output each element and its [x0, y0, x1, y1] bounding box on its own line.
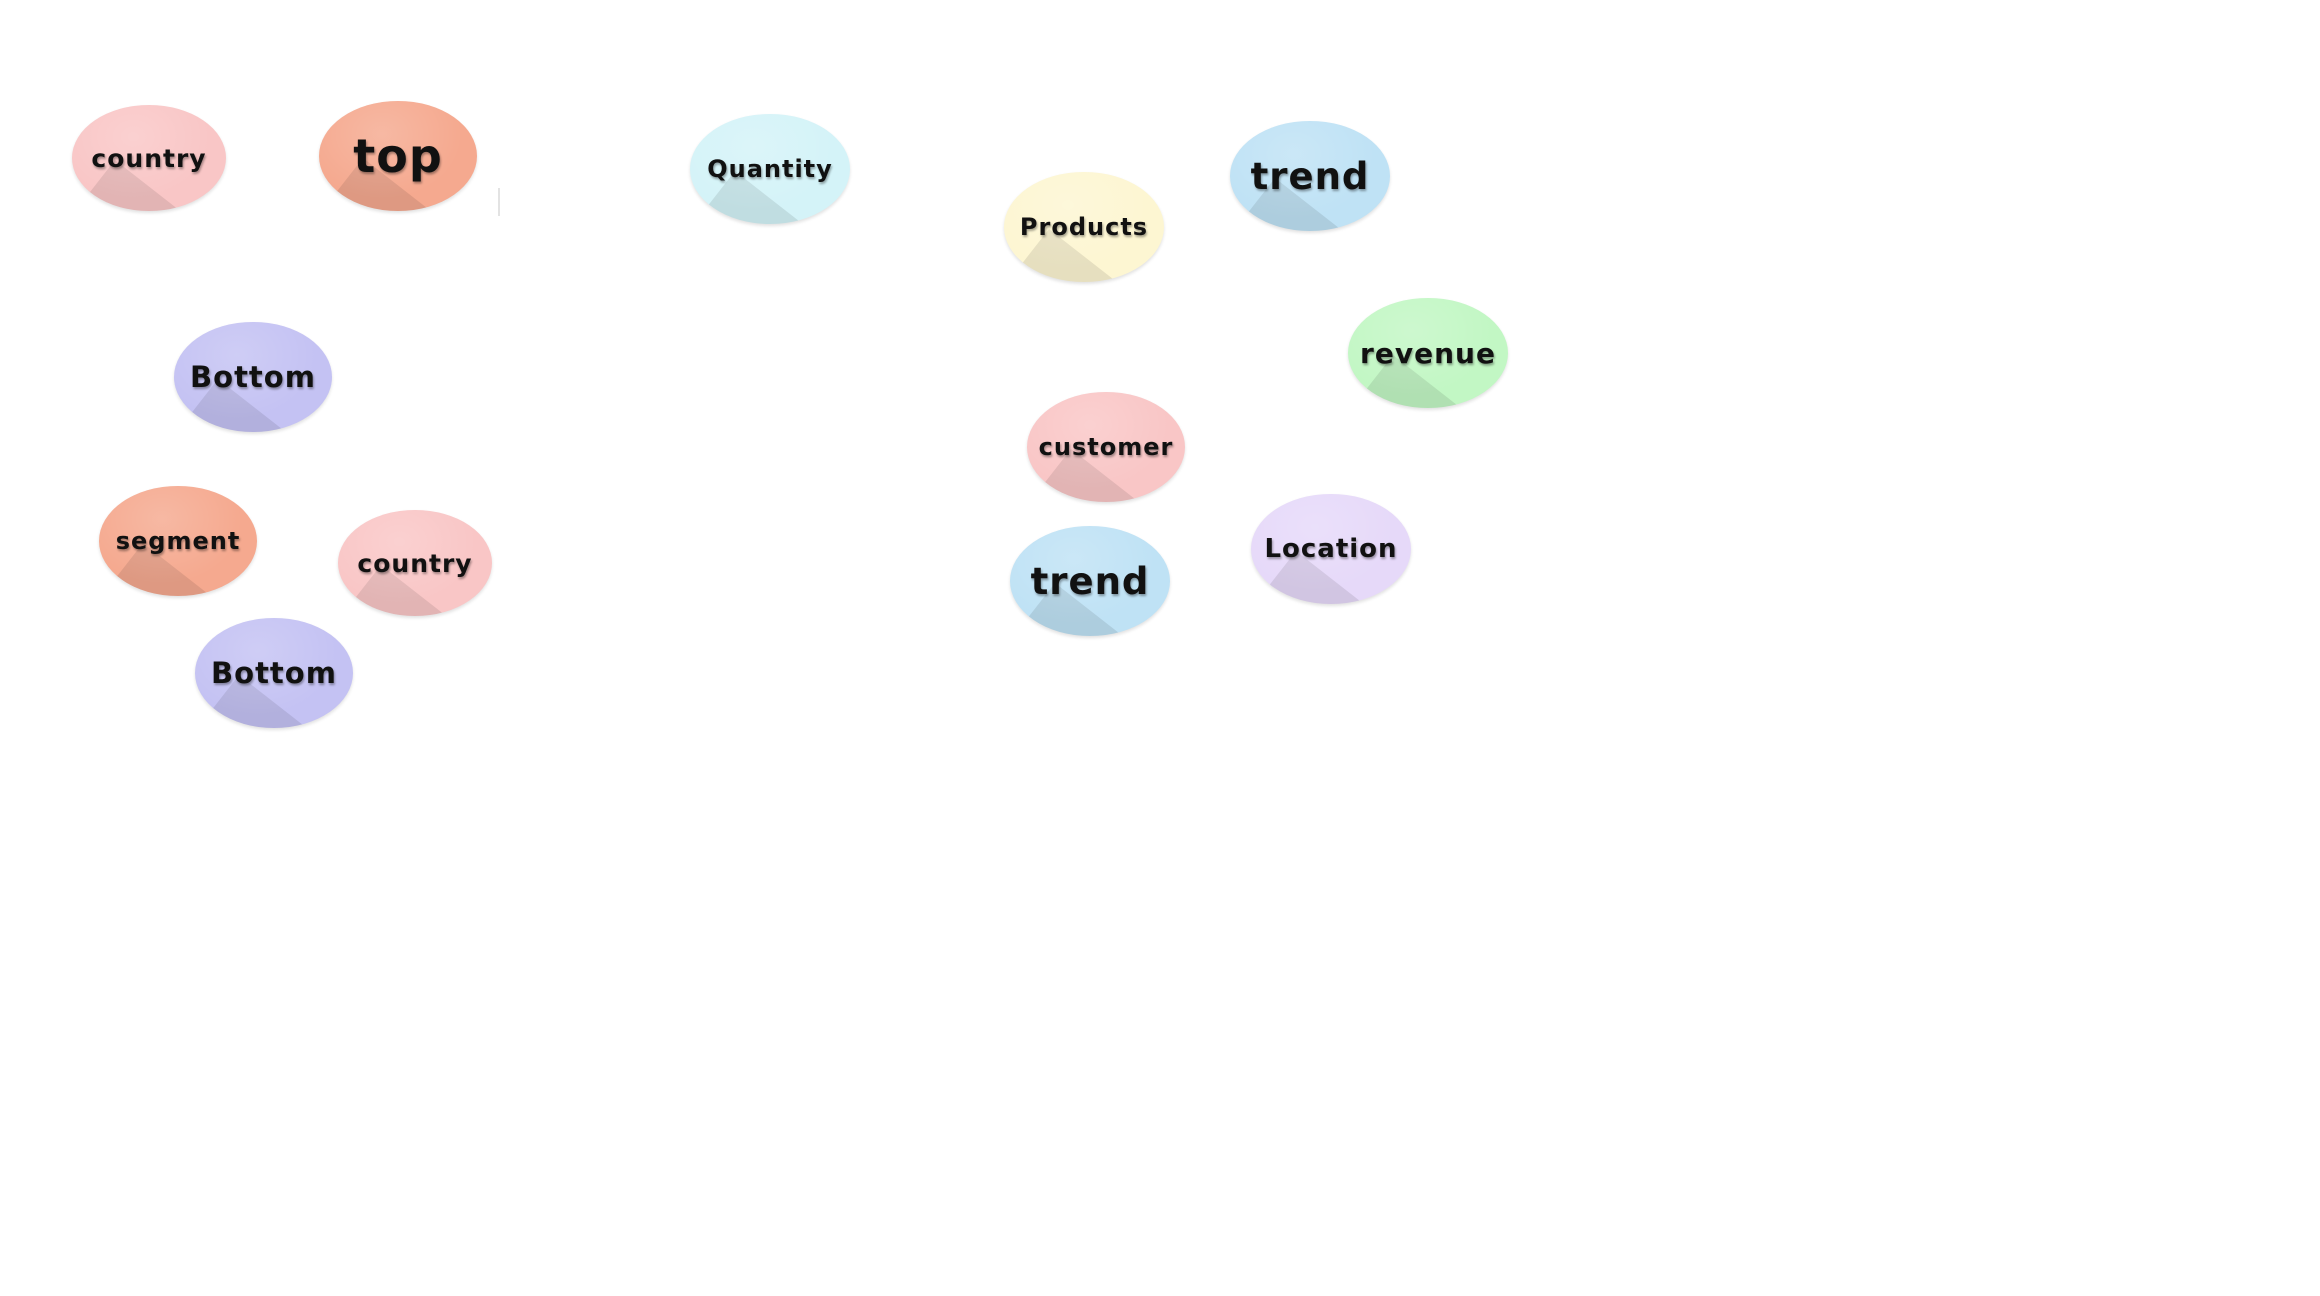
bubble-label: country — [91, 143, 207, 173]
bubble-revenue[interactable]: revenue — [1348, 298, 1508, 408]
bubble-label: trend — [1030, 559, 1150, 603]
bubble-label: country — [357, 548, 473, 578]
bubble-segment[interactable]: segment — [99, 486, 257, 596]
bubble-top[interactable]: top — [319, 101, 477, 211]
bubble-label: Bottom — [190, 360, 316, 394]
bubble-label: top — [353, 129, 443, 183]
bubble-label: customer — [1038, 433, 1174, 461]
bubble-quantity[interactable]: Quantity — [690, 114, 850, 224]
divider-mark — [498, 188, 500, 216]
bubble-country[interactable]: country — [72, 105, 226, 211]
bubble-label: Location — [1264, 534, 1398, 564]
bubble-location[interactable]: Location — [1251, 494, 1411, 604]
bubble-label: Quantity — [707, 155, 833, 183]
bubble-label: revenue — [1360, 336, 1496, 370]
bubble-customer[interactable]: customer — [1027, 392, 1185, 502]
bubble-trend[interactable]: trend — [1010, 526, 1170, 636]
bubble-country[interactable]: country — [338, 510, 492, 616]
bubble-label: Products — [1019, 213, 1149, 241]
bubble-products[interactable]: Products — [1004, 172, 1164, 282]
bubble-bottom[interactable]: Bottom — [195, 618, 353, 728]
bubble-trend[interactable]: trend — [1230, 121, 1390, 231]
bubble-label: segment — [115, 527, 241, 555]
bubble-label: trend — [1250, 154, 1370, 198]
bubble-bottom[interactable]: Bottom — [174, 322, 332, 432]
bubble-label: Bottom — [211, 656, 337, 690]
